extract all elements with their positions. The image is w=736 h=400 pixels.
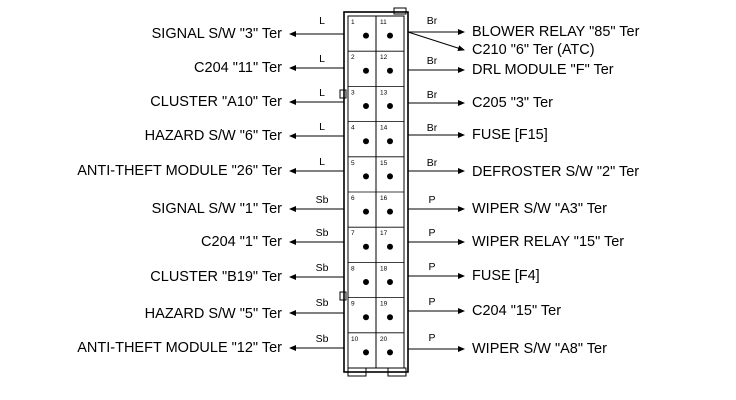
- left-label-pin-5: ANTI-THEFT MODULE "26" Ter: [77, 163, 282, 179]
- terminal-dot-1: [363, 32, 369, 39]
- right-wire-color-13: Br: [427, 89, 438, 101]
- pin-number-16: 16: [380, 195, 388, 202]
- right-wire-color-17: P: [428, 227, 435, 239]
- right-label-pin-19: C204 "15" Ter: [472, 303, 561, 319]
- right-labels: BLOWER RELAY "85" Ter C210 "6" Ter (ATC)…: [472, 24, 640, 357]
- left-labels: SIGNAL S/W "3" Ter C204 "11" Ter CLUSTER…: [77, 26, 282, 356]
- terminal-dot-19: [387, 314, 393, 321]
- wire-branch-line-11: [407, 31, 465, 52]
- right-wire-color-19: P: [428, 296, 435, 308]
- right-label-pin-18: FUSE [F4]: [472, 268, 540, 284]
- terminal-dot-12: [387, 67, 393, 74]
- right-wire-colors: Br Br Br Br Br P P P P P: [427, 15, 438, 344]
- terminal-dot-6: [363, 208, 369, 215]
- right-label-pin-11-b: C210 "6" Ter (ATC): [472, 42, 595, 58]
- terminal-dot-14: [387, 138, 393, 145]
- pin-number-13: 13: [380, 89, 388, 96]
- terminal-dot-10: [363, 349, 369, 356]
- terminal-dot-9: [363, 314, 369, 321]
- left-label-pin-9: HAZARD S/W "5" Ter: [145, 306, 282, 322]
- terminal-dot-18: [387, 279, 393, 285]
- left-wire-color-5: L: [319, 156, 325, 168]
- right-wire-color-14: Br: [427, 122, 438, 134]
- pin-number-19: 19: [380, 301, 388, 308]
- terminal-dot-15: [387, 173, 393, 180]
- terminal-dot-13: [387, 103, 393, 109]
- right-label-pin-17: WIPER RELAY "15" Ter: [472, 234, 624, 250]
- left-label-pin-8: CLUSTER "B19" Ter: [150, 269, 282, 285]
- right-wire-color-15: Br: [427, 157, 438, 169]
- left-label-pin-10: ANTI-THEFT MODULE "12" Ter: [77, 340, 282, 356]
- right-wire-color-20: P: [428, 332, 435, 344]
- right-label-pin-16: WIPER S/W "A3" Ter: [472, 201, 607, 217]
- right-label-pin-15: DEFROSTER S/W "2" Ter: [472, 164, 639, 180]
- right-wire-color-16: P: [428, 194, 435, 206]
- pin-number-4: 4: [351, 125, 355, 132]
- left-wire-colors: L L L L L Sb Sb Sb Sb Sb: [316, 15, 329, 345]
- pin-number-9: 9: [351, 301, 355, 308]
- right-label-pin-12: DRL MODULE "F" Ter: [472, 62, 614, 78]
- pin-number-6: 6: [351, 195, 355, 202]
- right-wire-color-18: P: [428, 261, 435, 273]
- left-wire-color-2: L: [319, 53, 325, 65]
- right-label-pin-14: FUSE [F15]: [472, 127, 548, 143]
- left-label-pin-1: SIGNAL S/W "3" Ter: [152, 26, 283, 42]
- pin-number-8: 8: [351, 265, 355, 272]
- pin-number-3: 3: [351, 89, 355, 96]
- left-label-pin-3: CLUSTER "A10" Ter: [150, 94, 282, 110]
- pin-number-17: 17: [380, 230, 388, 237]
- left-label-pin-2: C204 "11" Ter: [194, 60, 282, 76]
- pin-number-18: 18: [380, 265, 388, 272]
- right-label-pin-13: C205 "3" Ter: [472, 95, 553, 111]
- terminal-dot-20: [387, 349, 393, 356]
- pin-number-5: 5: [351, 160, 355, 167]
- left-label-pin-4: HAZARD S/W "6" Ter: [145, 128, 282, 144]
- pin-number-11: 11: [380, 19, 387, 26]
- left-label-pin-6: SIGNAL S/W "1" Ter: [152, 201, 283, 217]
- pin-number-2: 2: [351, 54, 355, 61]
- left-wire-color-3: L: [319, 87, 325, 99]
- terminal-dot-3: [363, 103, 369, 109]
- pin-number-10: 10: [351, 336, 359, 343]
- terminal-dot-16: [387, 208, 393, 215]
- left-wire-color-10: Sb: [316, 333, 329, 345]
- pin-number-7: 7: [351, 230, 355, 237]
- right-label-pin-20: WIPER S/W "A8" Ter: [472, 341, 607, 357]
- terminal-dot-2: [363, 67, 369, 74]
- terminal-dot-5: [363, 173, 369, 180]
- terminal-dot-4: [363, 138, 369, 145]
- left-wire-color-1: L: [319, 15, 325, 27]
- pin-number-12: 12: [380, 54, 388, 61]
- pin-number-15: 15: [380, 160, 388, 167]
- left-label-pin-7: C204 "1" Ter: [201, 234, 282, 250]
- terminal-dot-11: [387, 32, 393, 39]
- left-wire-color-7: Sb: [316, 227, 329, 239]
- left-wire-color-9: Sb: [316, 297, 329, 309]
- right-wire-color-12: Br: [427, 55, 438, 67]
- pin-number-14: 14: [380, 125, 388, 132]
- terminal-dot-17: [387, 243, 393, 250]
- right-label-pin-11: BLOWER RELAY "85" Ter: [472, 24, 640, 40]
- wire-lines: [289, 29, 465, 352]
- terminal-dot-8: [363, 279, 369, 285]
- terminal-dot-7: [363, 243, 369, 250]
- pin-number-20: 20: [380, 336, 388, 343]
- left-wire-color-6: Sb: [316, 194, 329, 206]
- right-wire-color-11: Br: [427, 15, 438, 27]
- left-wire-color-8: Sb: [316, 262, 329, 274]
- left-wire-color-4: L: [319, 121, 325, 133]
- pin-number-1: 1: [351, 19, 355, 26]
